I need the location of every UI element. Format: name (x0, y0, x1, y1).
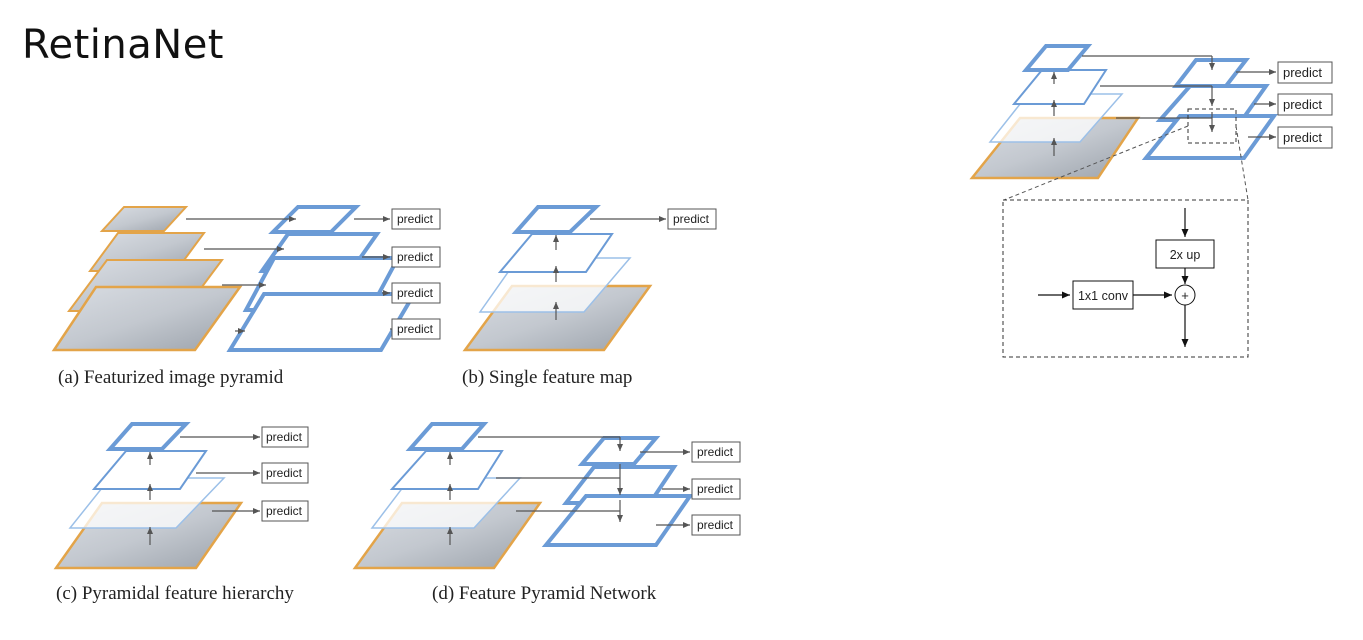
predict-box (691, 514, 741, 536)
caption-c: (c) Pyramidal feature hierarchy (56, 583, 294, 604)
predict-label: predict (397, 286, 434, 300)
predict-label: predict (673, 212, 710, 226)
predict-label: predict (1283, 97, 1322, 112)
panel-b: predict (b) Single feature map (462, 205, 717, 388)
predict-box (391, 246, 441, 268)
predict-box (1277, 93, 1333, 116)
upsample-box (1155, 239, 1215, 269)
predict-box (391, 208, 441, 230)
detail-box (1002, 199, 1249, 358)
fpn-detail-figure: predict predict predict 2x up 1x1 conv + (969, 44, 1333, 358)
predict-label: predict (697, 518, 734, 532)
conv-label: 1x1 conv (1078, 289, 1129, 303)
caption-d: (d) Feature Pyramid Network (432, 583, 657, 604)
predict-label: predict (397, 212, 434, 226)
predict-box (667, 208, 717, 230)
caption-a: (a) Featurized image pyramid (58, 367, 284, 388)
predict-label: predict (1283, 65, 1322, 80)
predict-box (1277, 126, 1333, 149)
slide-title: RetinaNet (22, 22, 224, 68)
predict-box (261, 462, 309, 484)
predict-label: predict (266, 504, 303, 518)
predict-box (261, 426, 309, 448)
merge-symbol: + (1181, 288, 1189, 303)
panel-d: predict predict predict (d) Feature Pyra… (352, 422, 741, 604)
predict-box (691, 478, 741, 500)
predict-label: predict (266, 430, 303, 444)
caption-b: (b) Single feature map (462, 367, 632, 388)
predict-box (391, 318, 441, 340)
predict-label: predict (1283, 130, 1322, 145)
panel-a: predict predict predict predict (a) Feat… (51, 205, 441, 388)
predict-box (261, 500, 309, 522)
predict-label: predict (697, 445, 734, 459)
predict-label: predict (397, 250, 434, 264)
predict-box (691, 441, 741, 463)
predict-box (1277, 61, 1333, 84)
predict-label: predict (266, 466, 303, 480)
upsample-label: 2x up (1170, 248, 1201, 262)
predict-label: predict (697, 482, 734, 496)
predict-box (391, 282, 441, 304)
predict-label: predict (397, 322, 434, 336)
panel-c: predict predict predict (c) Pyramidal fe… (53, 422, 309, 604)
